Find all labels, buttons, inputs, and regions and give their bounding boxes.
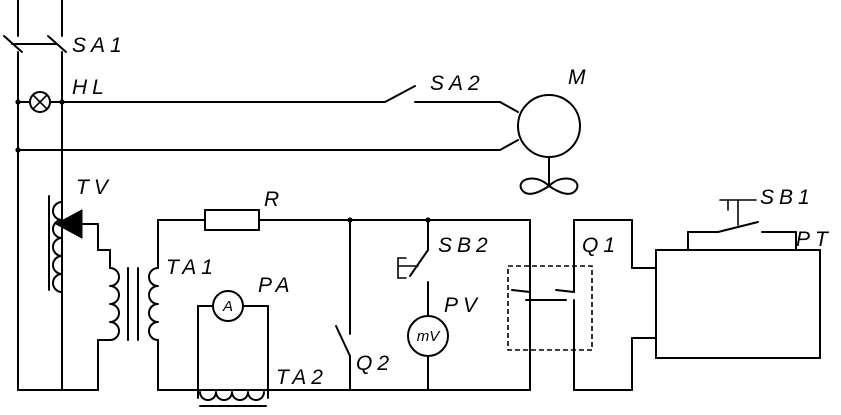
q2-switch — [335, 219, 351, 391]
label-q2: Q2 — [356, 352, 394, 375]
label-sb2: SB2 — [438, 234, 493, 257]
hl-lamp — [17, 91, 63, 113]
label-pv: PV — [444, 294, 482, 317]
label-m: M — [568, 66, 591, 89]
label-sb1: SB1 — [760, 186, 815, 209]
pa-ammeter-branch — [197, 290, 269, 407]
ammeter-symbol: A — [222, 298, 233, 315]
label-r: R — [264, 188, 284, 211]
millivoltmeter-symbol: mV — [417, 328, 441, 345]
pv-millivoltmeter — [407, 315, 449, 391]
motor-circuit — [17, 85, 519, 151]
label-q1: Q1 — [582, 234, 620, 257]
secondary-loop — [157, 209, 531, 391]
junction-dot — [15, 99, 21, 105]
label-ta2: TA2 — [276, 366, 328, 389]
sa1-switch — [3, 0, 67, 391]
sb2-pushbutton — [397, 219, 429, 317]
sb1-pushbutton — [687, 199, 797, 251]
motor-m — [517, 94, 581, 195]
label-sa1: SA1 — [72, 34, 127, 57]
pt-unit — [655, 249, 821, 359]
q1-breaker — [507, 219, 657, 391]
label-sa2: SA2 — [430, 72, 485, 95]
label-ta1: TA1 — [166, 256, 218, 279]
label-pt: PT — [796, 228, 833, 251]
tv-autotransformer — [48, 194, 111, 293]
ta1-transformer — [17, 249, 159, 391]
label-hl: HL — [72, 76, 109, 99]
label-pa: PA — [258, 274, 294, 297]
label-tv: TV — [76, 176, 113, 199]
